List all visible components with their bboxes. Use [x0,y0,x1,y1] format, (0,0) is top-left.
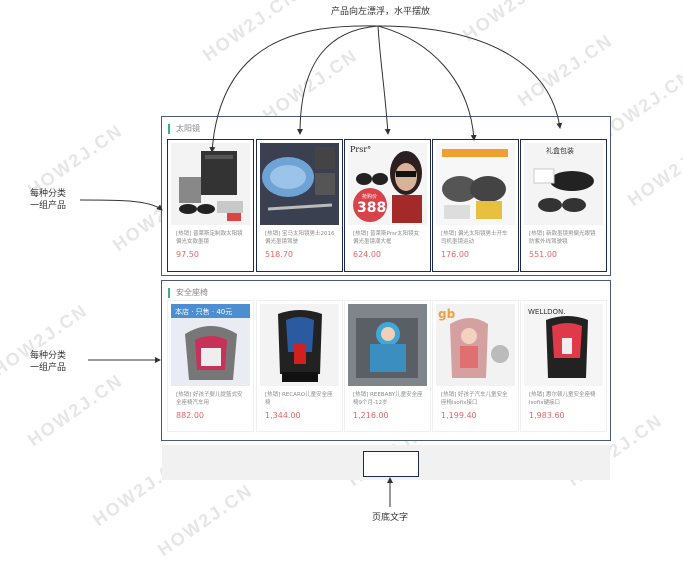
product-name: [热销] REEBABY儿童安全座椅9个月-12岁 [353,392,423,406]
car-seat-image [278,310,322,382]
product-name: [热销] 惠尔顿儿童安全座椅isofix硬接口 [529,392,596,406]
product-image[interactable]: gb [436,304,515,386]
car-seat-image: 本店 · 只售 · 40元 [171,304,250,380]
annotation-category-2: 每种分类 一组产品 [20,350,76,374]
gift-box-sunglasses-image: 礼盒包装 [533,146,594,212]
product-price: 882.00 [176,411,204,420]
product-image[interactable]: 礼盒包装 [524,143,603,225]
product-name: [热销] 普莱斯Prsr太阳镜女偏光墨镜潮大框 [353,231,420,245]
product-image[interactable] [436,143,515,225]
brand-label: Prsr° [350,145,371,154]
product-card[interactable]: [热销] RECARO儿童安全座椅 1,344.00 [256,300,343,432]
annotation-text: 产品向左漂浮，水平摆放 [330,7,430,17]
car-seat-image [348,304,427,386]
footer-text-box [363,451,419,477]
sunglasses-box-image [179,151,243,221]
product-card[interactable]: [热销] 偏光太阳镜男士开车司机墨镜运动 176.00 [432,139,519,272]
annotation-category-1: 每种分类 一组产品 [20,188,76,212]
product-image[interactable] [171,143,250,225]
arrow-float-2 [297,25,379,135]
product-image[interactable] [348,304,427,386]
car-seat-image: gb [438,307,509,378]
product-price: 551.00 [529,250,557,259]
product-name: [热销] 偏光太阳镜男士开车司机墨镜运动 [441,231,508,245]
price-badge: 388 [357,200,386,216]
category-title: 太阳镜 [168,124,200,134]
product-image[interactable]: 本店 · 只售 · 40元 [171,304,250,386]
model-sunglasses-image: Prsr° 抢购价 388 [350,145,422,223]
brand-mark: gb [438,307,456,321]
product-card[interactable]: WELLDON. [热销] 惠尔顿儿童安全座椅isofix硬接口 1,983.6… [520,300,607,432]
category-title: 安全座椅 [168,288,208,298]
product-name: [热销] 宝马太阳镜男士2016偏光墨镜驾驶 [265,231,335,245]
product-card[interactable]: [热销] 宝马太阳镜男士2016偏光墨镜驾驶 518.70 [256,139,343,272]
polarized-sunglasses-image [442,149,508,219]
product-price: 176.00 [441,250,469,259]
product-card[interactable]: gb [热销] 好孩子汽车儿童安全座椅isofix接口 1,199.40 [432,300,519,432]
annotation-footer: 页底文字 [360,512,420,524]
promo-label: 本店 · 只售 · 40元 [175,307,232,316]
arrow-float-5 [377,25,563,129]
product-name: [热销] 普莱斯定制款太阳镜偏光女款墨镜 [176,231,243,245]
badge-label: 抢购价 [362,193,377,200]
product-price: 624.00 [353,250,381,259]
gift-title: 礼盒包装 [546,146,574,155]
brand-mark: WELLDON. [528,308,566,316]
product-card[interactable]: Prsr° 抢购价 388 [热销] 普莱斯Prsr太阳镜女偏光墨镜潮大框 62… [344,139,431,272]
product-price: 1,344.00 [265,411,301,420]
annotation-line: 每种分类 [29,189,66,199]
product-image[interactable]: WELLDON. [524,304,603,386]
product-name: [热销] 新款墨镜男偏光眼镜防紫外线驾驶镜 [529,231,596,245]
product-price: 97.50 [176,250,199,259]
product-price: 1,199.40 [441,411,477,420]
annotation-float-left: 产品向左漂浮，水平摆放 [318,6,443,18]
arrow-float-3 [377,25,391,135]
product-name: [热销] 好孩子婴儿提篮式安全座椅汽车用 [176,392,243,406]
product-image[interactable] [260,304,339,386]
product-card[interactable]: 本店 · 只售 · 40元 [热销] 好孩子婴儿提篮式安全座椅汽车用 882.0… [167,300,254,432]
arrow-float-1 [209,25,379,153]
product-price: 1,216.00 [353,411,389,420]
product-card[interactable]: 礼盒包装 [热销] 新款墨镜男偏光眼镜防紫外线驾驶镜 551.00 [520,139,607,272]
product-image[interactable]: Prsr° 抢购价 388 [348,143,427,225]
product-card[interactable]: [热销] 普莱斯定制款太阳镜偏光女款墨镜 97.50 [167,139,254,272]
annotation-line: 一组产品 [29,201,66,211]
annotation-line: 一组产品 [29,363,66,373]
product-card[interactable]: [热销] REEBABY儿童安全座椅9个月-12岁 1,216.00 [344,300,431,432]
product-name: [热销] RECARO儿童安全座椅 [265,392,333,406]
mirror-sunglasses-image [260,143,339,225]
product-price: 1,983.60 [529,411,565,420]
car-seat-image: WELLDON. [528,308,588,378]
product-image[interactable] [260,143,339,225]
annotation-line: 每种分类 [29,351,66,361]
product-name: [热销] 好孩子汽车儿童安全座椅isofix接口 [441,392,508,406]
arrow-float-4 [377,25,477,141]
arrow-category-1 [79,199,163,211]
annotation-text: 页底文字 [371,513,408,523]
annotation-arrows [79,25,563,507]
product-price: 518.70 [265,250,293,259]
